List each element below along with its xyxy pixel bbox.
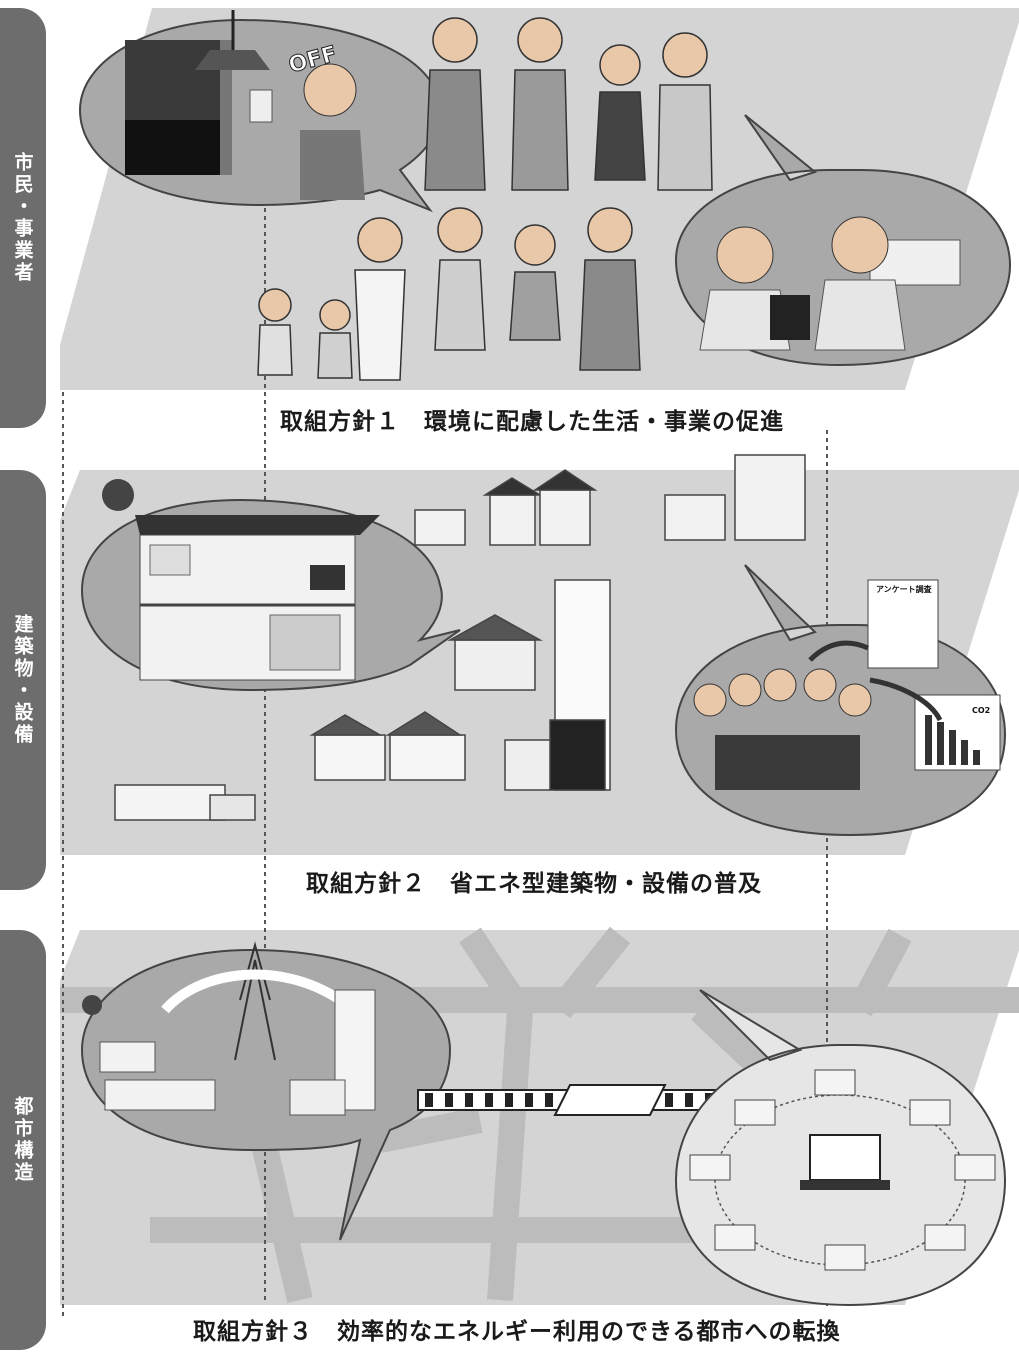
- caption-policy-1: 取組方針１ 環境に配慮した生活・事業の促進: [270, 400, 794, 438]
- survey-title: アンケート調査: [876, 585, 932, 594]
- guide-lines: [62, 120, 828, 1320]
- side-label-urban: 都市構造: [11, 1096, 34, 1184]
- laptop-icon: [809, 1134, 881, 1181]
- sun-icon-2: [82, 995, 102, 1015]
- side-tab-citizens: 市民・事業者: [0, 8, 46, 428]
- side-label-citizens: 市民・事業者: [11, 152, 34, 284]
- caption-policy-2: 取組方針２ 省エネ型建築物・設備の普及: [296, 862, 772, 900]
- survey-sheet: [867, 579, 939, 669]
- side-label-buildings: 建築物・設備: [11, 614, 34, 746]
- people-group: [257, 17, 713, 381]
- side-tab-urban: 都市構造: [0, 930, 46, 1350]
- side-tab-buildings: 建築物・設備: [0, 470, 46, 890]
- caption-policy-3: 取組方針３ 効率的なエネルギー利用のできる都市への転換: [183, 1310, 851, 1348]
- co2-label: CO2: [972, 706, 991, 715]
- buildings-group: [114, 454, 806, 821]
- sun-icon: [102, 479, 134, 511]
- rail-station: [553, 1084, 667, 1116]
